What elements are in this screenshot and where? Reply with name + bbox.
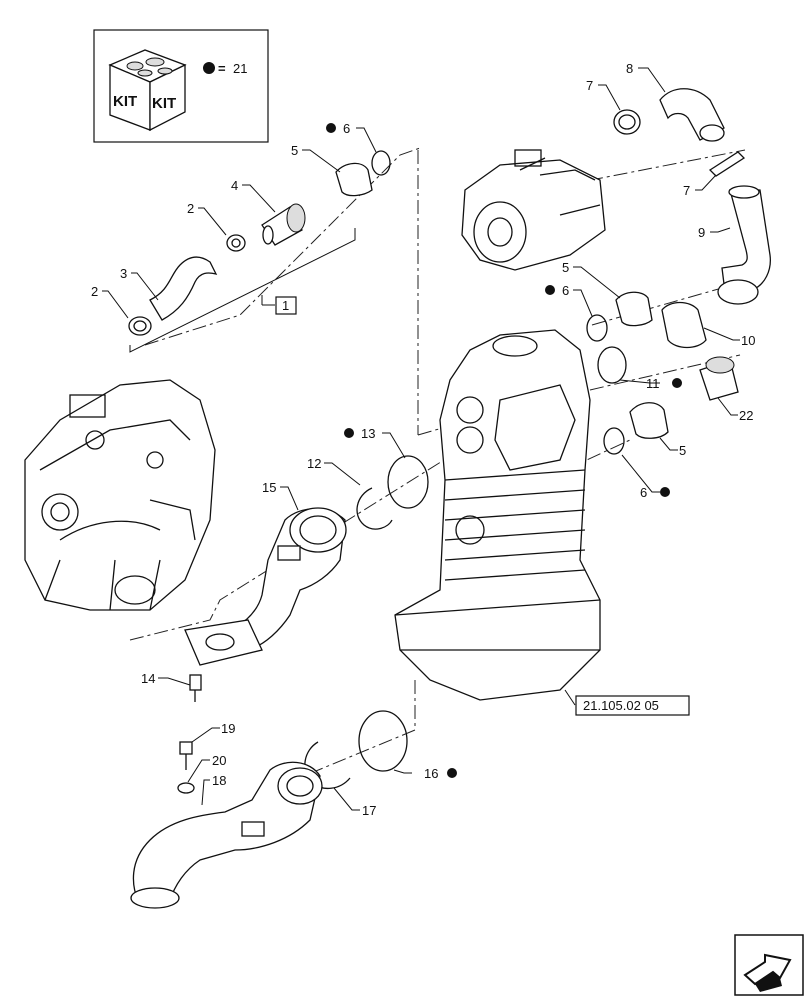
flange-14 <box>184 619 263 666</box>
callout-11: 11 <box>646 376 660 391</box>
callout-2a: 2 <box>91 284 98 299</box>
callout-1: 1 <box>282 298 289 313</box>
callout-10: 10 <box>741 333 755 348</box>
clamp-7-top <box>613 109 641 135</box>
callout-8: 8 <box>626 61 633 76</box>
callout-13: 13 <box>361 426 375 441</box>
callout-18: 18 <box>212 773 226 788</box>
fitting-4 <box>261 203 306 246</box>
callout-16: 16 <box>424 766 438 781</box>
kit-dot-11 <box>672 378 682 388</box>
oring-11 <box>597 346 627 384</box>
callout-6a: 6 <box>343 121 350 136</box>
clamp-7-mid <box>708 151 746 177</box>
sleeve-5-right-top <box>615 291 653 327</box>
leader-lines <box>102 67 740 811</box>
sleeve-5-top <box>335 162 373 197</box>
callout-12: 12 <box>307 456 321 471</box>
callout-6b: 6 <box>562 283 569 298</box>
kit-dot-6c <box>660 487 670 497</box>
callout-6c: 6 <box>640 485 647 500</box>
callout-15: 15 <box>262 480 276 495</box>
kit-text-right: KIT <box>152 95 176 112</box>
callout-labels: 2 2 3 4 5 6 7 8 7 9 5 6 10 11 22 5 6 13 … <box>91 61 755 818</box>
kit-dot-6b <box>545 285 555 295</box>
electric-motor <box>461 149 606 271</box>
callout-17: 17 <box>362 803 376 818</box>
next-page-button[interactable] <box>734 934 804 996</box>
callout-22: 22 <box>739 408 753 423</box>
kit-dot-icon <box>203 62 215 74</box>
kit-box-icon <box>108 49 187 132</box>
snap-ring-12 <box>356 487 393 530</box>
bolt-19 <box>179 741 193 770</box>
callout-5c: 5 <box>679 443 686 458</box>
kit-dot-16 <box>447 768 457 778</box>
oring-16 <box>358 710 408 772</box>
kit-number: 21 <box>233 61 247 76</box>
arrow-icon <box>743 953 792 992</box>
bolt-14 <box>189 674 202 702</box>
group-1-bracket: 1 <box>129 228 356 353</box>
callout-2b: 2 <box>187 201 194 216</box>
hose-3 <box>149 256 218 321</box>
washer-20 <box>177 782 195 794</box>
oring-13 <box>387 455 429 509</box>
clamp-2-upper <box>226 234 246 252</box>
callout-7a: 7 <box>586 78 593 93</box>
callout-box-1 <box>275 296 297 315</box>
pipe-9 <box>717 185 771 305</box>
callout-9: 9 <box>698 225 705 240</box>
sleeve-5-right-bottom <box>629 402 669 439</box>
center-lines <box>129 147 751 791</box>
oring-6-top <box>371 150 391 176</box>
reference-label: 21.105.02 05 <box>583 698 659 713</box>
reservoir-tank <box>394 329 601 701</box>
elbow-8 <box>659 88 725 142</box>
reference-frame <box>575 695 690 716</box>
oring-6-right-bottom <box>603 427 625 455</box>
kit-equals: = <box>218 61 226 76</box>
elbow-18 <box>130 761 323 909</box>
callout-19: 19 <box>221 721 235 736</box>
elbow-15 <box>234 507 347 651</box>
kit-dot-13 <box>344 428 354 438</box>
kit-text-left: KIT <box>113 93 137 110</box>
fitting-22 <box>699 356 739 401</box>
hydraulic-pump <box>24 379 216 611</box>
callout-7b: 7 <box>683 183 690 198</box>
kit-legend: KIT KIT = 21 <box>93 29 269 143</box>
clamp-2-lower <box>128 316 152 336</box>
oring-6-right <box>586 314 608 342</box>
reference-box: 21.105.02 05 <box>564 689 690 716</box>
callout-14: 14 <box>141 671 155 686</box>
callout-5a: 5 <box>291 143 298 158</box>
callout-5b: 5 <box>562 260 569 275</box>
fitting-10 <box>661 301 707 349</box>
callout-4: 4 <box>231 178 238 193</box>
kit-dot-6a <box>326 123 336 133</box>
callout-3: 3 <box>120 266 127 281</box>
callout-20: 20 <box>212 753 226 768</box>
